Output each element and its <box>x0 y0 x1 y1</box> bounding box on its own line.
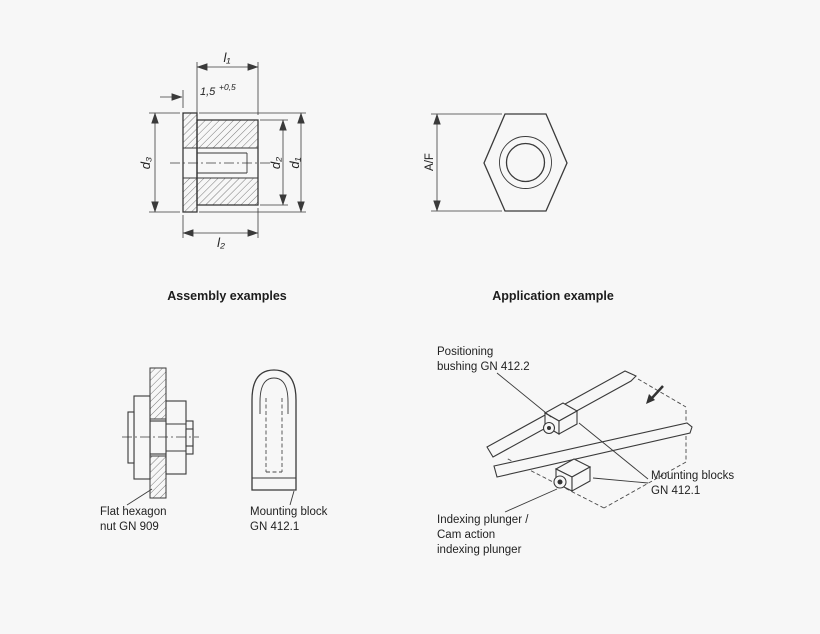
flat-nut-label-line2: nut GN 909 <box>100 521 159 533</box>
indexing-plunger-callout-line3: indexing plunger <box>437 544 522 556</box>
af-dimension-label: A/F <box>424 153 436 171</box>
plate-lower-section <box>149 455 167 499</box>
d1-dimension-label: d₁ <box>287 157 302 168</box>
mounting-block-label-line1: Mounting block <box>250 506 328 518</box>
hexagon-outline <box>483 113 568 212</box>
assembly-mounting-block-drawing <box>251 369 297 506</box>
mounting-blocks-callout-line1: Mounting blocks <box>651 470 735 482</box>
positioning-bushing-callout-line2: bushing GN 412.2 <box>437 361 530 373</box>
lower-lever-arm <box>493 422 693 478</box>
thread-stub <box>185 428 194 447</box>
indexing-plunger-callout-line1: Indexing plunger / <box>437 514 529 526</box>
plate-upper-section <box>149 367 167 420</box>
body-upper-wall <box>196 119 259 149</box>
assembly-examples-heading: Assembly examples <box>167 289 287 303</box>
mounting-block-label: Mounting block GN 412.1 <box>250 505 327 535</box>
flange-lower-wall <box>182 177 198 213</box>
flat-nut-leader-line <box>126 488 153 506</box>
l2-dimension-label: l₂ <box>217 235 225 250</box>
bore-step-lines <box>197 152 248 174</box>
bushing-pilot <box>127 411 135 464</box>
positioning-bushing-callout-line1: Positioning <box>437 346 494 358</box>
mounting-block-2 <box>553 458 592 492</box>
flange-upper-wall <box>182 112 198 149</box>
hex-nut <box>165 400 187 475</box>
mounting-blocks-callout: Mounting blocks GN 412.1 <box>651 469 734 499</box>
direction-arrow-icon <box>646 385 664 404</box>
bore-circle <box>505 142 546 183</box>
plunger-pin-2 <box>557 479 563 485</box>
mounting-block-inner-contour <box>259 377 289 414</box>
mounting-block-outline <box>251 369 297 491</box>
flange-width-tolerance-label: +0,5 <box>219 82 236 92</box>
d2-dimension-label: d₂ <box>268 157 283 169</box>
side-section-view: l₁ 1,5 +0,5 d₃ d₂ d₁ l₂ <box>138 50 306 250</box>
application-example-heading: Application example <box>492 289 614 303</box>
indexing-plunger-leader <box>504 488 558 513</box>
mounting-blocks-leader-1 <box>578 422 649 480</box>
body-lower-wall <box>196 177 259 206</box>
mounting-blocks-callout-line2: GN 412.1 <box>651 485 701 497</box>
mounting-blocks-leader-2 <box>592 477 649 484</box>
indexing-plunger-callout: Indexing plunger / Cam action indexing p… <box>437 513 528 558</box>
flat-nut-label: Flat hexagon nut GN 909 <box>100 505 167 535</box>
bushing-flange <box>133 395 151 480</box>
assembly-flat-nut-drawing <box>122 367 199 506</box>
mounting-block-leader-line <box>289 490 295 506</box>
indexing-plunger-callout-line2: Cam action <box>437 529 496 541</box>
plunger-pin-1 <box>547 426 551 430</box>
d3-dimension-label: d₃ <box>138 157 153 169</box>
flange-width-label: 1,5 <box>200 86 216 98</box>
mounting-block-label-line2: GN 412.1 <box>250 521 300 533</box>
application-sketch <box>486 370 693 513</box>
hex-front-view: A/F <box>424 113 568 212</box>
construction-lines <box>505 378 687 509</box>
chamfer-circle <box>499 136 552 189</box>
positioning-bushing-callout: Positioning bushing GN 412.2 <box>437 345 530 375</box>
positioning-bushing-leader <box>496 372 552 418</box>
l1-dimension-label: l₁ <box>224 50 231 65</box>
flat-nut-label-line1: Flat hexagon <box>100 506 167 518</box>
mounting-block-1 <box>542 402 579 435</box>
bushing-body-outline <box>196 119 259 206</box>
